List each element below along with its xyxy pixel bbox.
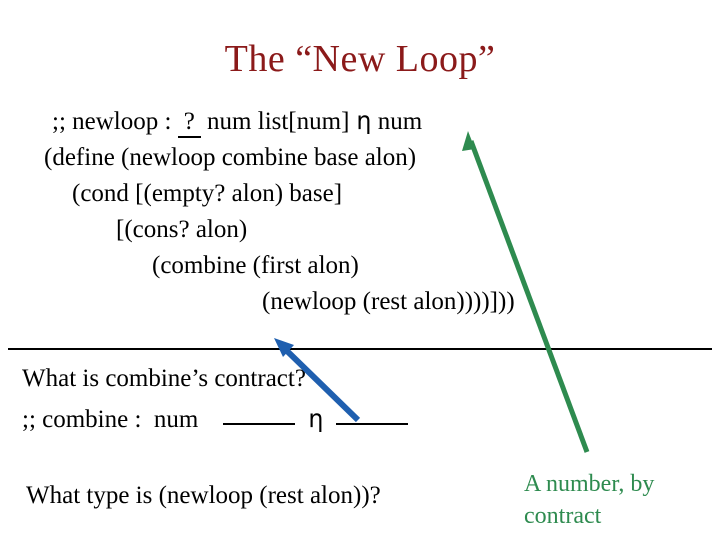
newloop-type-question: What type is (newloop (rest alon))? (26, 482, 381, 509)
page-title: The “New Loop” (224, 38, 496, 80)
code-line-cons: [(cons? alon) (116, 216, 248, 243)
code-line-define: (define (newloop combine base alon) (44, 144, 417, 171)
code-block: ;; newloop : ? num list[num] η num (defi… (0, 103, 720, 320)
combine-contract-prefix: ;; combine : (22, 406, 142, 433)
combine-contract-question: What is combine’s contract? (22, 365, 306, 392)
contract-inputs: num list[num] (207, 108, 350, 135)
contract-output: num (377, 108, 423, 135)
combine-contract-line: ;; combine : num η (22, 402, 409, 437)
combine-blank-input[interactable] (223, 423, 296, 425)
combine-blank-output[interactable] (336, 423, 409, 425)
code-line-recursion: (newloop (rest alon))))])) (262, 288, 515, 315)
contract-comment-prefix: ;; newloop : (52, 108, 172, 135)
code-line-combine: (combine (first alon) (152, 252, 359, 279)
answer-text: A number, by contract (524, 471, 655, 529)
arrow-glyph-icon: η (308, 404, 324, 433)
combine-first-input: num (153, 406, 199, 433)
arrow-glyph-icon: η (356, 106, 372, 135)
code-line-cond: (cond [(empty? alon) base] (72, 180, 343, 207)
code-line-contract: ;; newloop : ? num list[num] η num (0, 103, 720, 140)
contract-blank-question[interactable]: ? (177, 108, 201, 138)
horizontal-divider (8, 348, 712, 350)
